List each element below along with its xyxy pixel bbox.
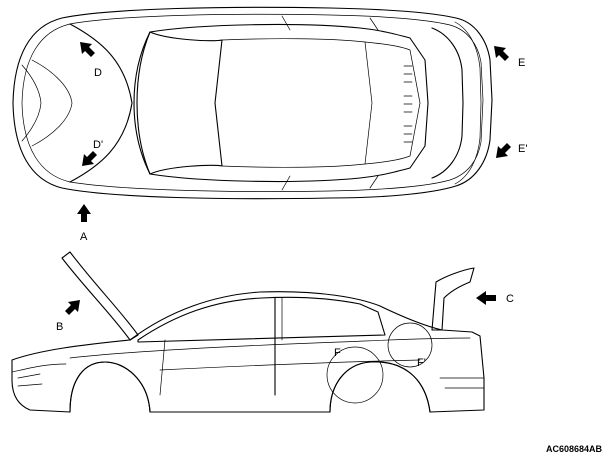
- arrow-d-icon: [80, 42, 95, 57]
- arrow-e-icon: [494, 46, 509, 61]
- label-e: E: [518, 57, 525, 69]
- label-f-prime: F': [417, 357, 426, 369]
- car-side-view: [11, 251, 485, 413]
- view-arrows: [65, 42, 511, 315]
- arrow-b-icon: [65, 300, 80, 315]
- label-b: B: [56, 321, 63, 333]
- label-c: C: [506, 293, 514, 305]
- car-top-view: [12, 6, 493, 200]
- label-f: F: [334, 347, 341, 359]
- label-e-prime: E': [518, 143, 527, 155]
- label-d-prime: D': [93, 139, 103, 151]
- rear-vent-grille: [403, 65, 413, 143]
- arrow-a-icon: [77, 204, 91, 222]
- figure-code: AC608684AB: [546, 444, 603, 454]
- view-labels: A D D' E E' B C F F' AC608684AB: [56, 57, 603, 454]
- arrow-e-prime-icon: [496, 143, 511, 158]
- label-a: A: [80, 231, 88, 243]
- arrow-d-prime-icon: [82, 151, 97, 166]
- label-d: D: [94, 67, 102, 79]
- arrow-c-icon: [476, 291, 496, 305]
